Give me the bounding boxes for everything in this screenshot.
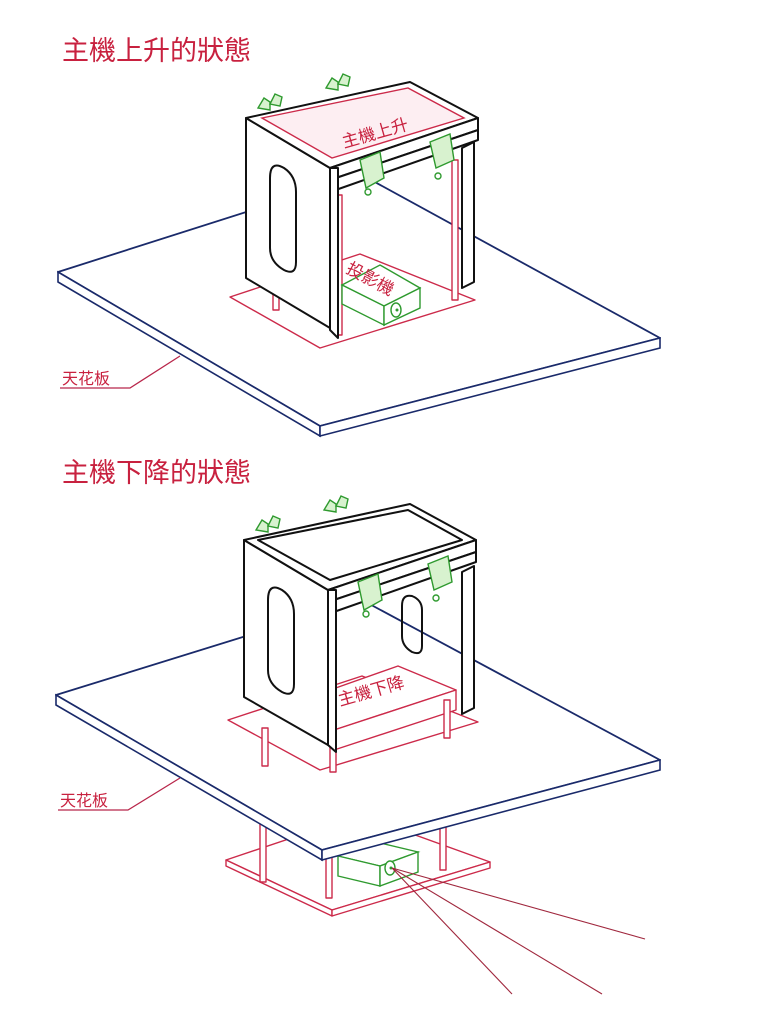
cabinet-raised: 主機上升 <box>245 81 479 339</box>
panel-title-lowered: 主機下降的狀態 <box>62 458 251 489</box>
mounting-brackets-raised <box>256 73 455 196</box>
ceiling-label-lowered: 天花板 <box>60 791 108 810</box>
cabinet-lowered <box>243 503 477 753</box>
ceiling-callout-lowered: 天花板 <box>58 777 181 811</box>
projection-beams <box>391 867 646 995</box>
host-unit-lowered: 主機下降 <box>261 665 457 773</box>
mounting-brackets-lowered <box>254 495 453 618</box>
panel-title-raised: 主機上升的狀態 <box>62 36 251 67</box>
panel-lowered: 主機下降的狀態 <box>55 458 661 995</box>
ceiling-label-raised: 天花板 <box>62 369 110 388</box>
projector-lowered <box>335 841 421 888</box>
ceiling-callout-raised: 天花板 <box>60 355 181 389</box>
panel-raised: 主機上升的狀態 投影機 <box>57 36 661 438</box>
